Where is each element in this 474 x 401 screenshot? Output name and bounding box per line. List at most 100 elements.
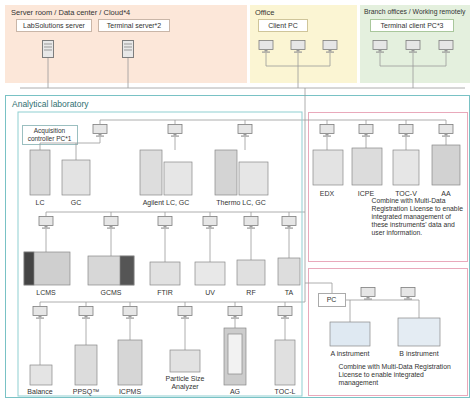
tocl-instrument [275,340,295,385]
wire [86,319,87,345]
tocv-instrument [393,150,419,185]
thermo-lc [215,150,237,195]
instrument-label: Particle Size Analyzer [161,375,209,391]
pc-icon [228,307,242,319]
wire [46,212,47,216]
instrument-label: ICPE [351,190,381,198]
wire [235,302,236,306]
wire [266,53,267,66]
wires [20,53,465,365]
instrument-label: B instrument [391,350,447,358]
agilent-lc [140,150,162,195]
wire [210,229,211,262]
wire [285,302,286,306]
instrument-label: PPSQ™ [70,388,102,396]
uv-instrument [195,262,225,285]
wire [446,53,447,66]
instrument-label: RF [236,289,266,297]
wire [245,137,246,150]
wire [100,120,101,124]
wire [380,53,381,66]
lc-instrument [30,150,50,195]
node-text: Office [255,8,352,17]
gcms-accent [120,256,134,285]
pc-icon [39,217,53,229]
pc-icon [79,307,93,319]
wire [40,302,305,303]
wire [46,212,305,213]
pc-icon [323,41,337,53]
wire [128,58,129,88]
wire [366,120,367,124]
wire [380,66,446,67]
wire [285,319,286,340]
wire [413,53,414,88]
wire [251,212,252,216]
main-bus [20,88,465,89]
pc-icon [203,217,217,229]
pc-icon [439,41,453,53]
ta-instrument [278,258,300,285]
pc-icon [178,307,192,319]
wire [40,143,100,144]
pc-icon [168,125,182,137]
node-text: Terminal client PC*3 [371,22,453,30]
wire [446,137,447,145]
pc-icon [238,125,252,137]
ag-frame [228,334,242,374]
wire [46,229,47,252]
instrument-label: A instrument [322,350,378,358]
wire [251,229,252,260]
ppsq-instrument [75,345,97,385]
wire [289,212,290,216]
wire [76,143,77,160]
pc-icon [158,217,172,229]
zone-box: Server room / Data center / Cloud*4LabSo… [5,5,247,83]
icpe-instrument [352,148,382,185]
instrument-label: EDX [312,190,342,198]
wire [86,302,87,306]
wire [346,300,419,301]
instrument-label: Thermo LC, GC [210,199,272,207]
pc-icon [33,307,47,319]
server-box: LabSolutions server [16,19,92,32]
wire [40,143,41,150]
instrument-label: LCMS [26,289,66,297]
instrument-label: UV [195,289,225,297]
wire [406,120,407,124]
instrument-label: ICPMS [114,388,146,396]
node-text: Server room / Data center / Cloud*4 [11,8,243,17]
pc-icon [401,288,415,300]
agilent-gc [164,162,192,195]
lcms-instrument [24,252,70,285]
pc-icon [104,217,118,229]
wire [289,229,290,258]
wire [40,319,41,365]
wire [266,66,330,67]
wire [130,302,131,306]
wire [185,302,186,306]
pc-icon [406,41,420,53]
pc-icon [320,125,334,137]
node-text: Acquisition controller PC*1 [23,127,77,143]
wire [100,120,305,121]
instrument-label: GC [64,199,88,207]
server-icon [123,41,134,58]
instrument-label: LC [28,199,52,207]
wire [305,283,332,284]
pc-icon [259,41,273,53]
node-text: Client PC [259,22,307,30]
aa-instrument [432,145,460,185]
rf-instrument [237,260,265,285]
wire [111,229,112,256]
ag-instrument [224,328,246,385]
wire [327,137,328,150]
lcms-accent [24,252,34,285]
wire [235,319,236,328]
wire [130,319,131,340]
pc-box: Terminal client PC*3 [370,19,454,32]
wire [165,212,166,216]
wire [48,58,49,88]
